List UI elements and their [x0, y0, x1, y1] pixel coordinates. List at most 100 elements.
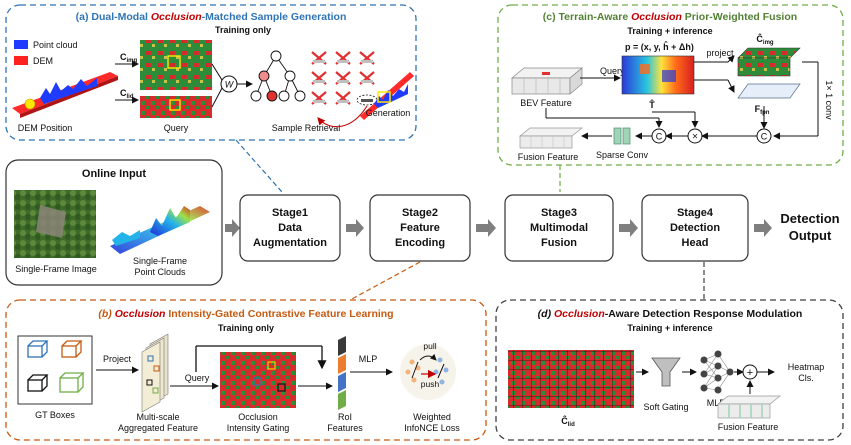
section-d-panel: (d) Occlusion-Aware Detection Response M…	[495, 262, 844, 441]
stage-4-box: Stage4 Detection Head	[641, 194, 749, 262]
svg-text:C: C	[761, 132, 768, 142]
conv-label: 1× 1 conv	[824, 80, 834, 120]
sparse-conv-label: Sparse Conv	[596, 150, 649, 160]
contrastive-space	[400, 344, 456, 400]
fusion-feature-block-d	[717, 395, 781, 419]
section-b-title: (b) Occlusion Intensity-Gated Contrastiv…	[98, 308, 393, 320]
svg-text:Stage1: Stage1	[272, 207, 308, 219]
stage-2-box: Stage2 Feature Encoding	[369, 194, 471, 262]
svg-text:+: +	[747, 367, 753, 379]
section-d-subtitle: Training + inference	[627, 323, 712, 333]
svg-text:W: W	[225, 80, 235, 90]
section-a-panel: (a) Dual-Modal Occlusion-Matched Sample …	[5, 4, 417, 193]
project-label-b: Project	[103, 354, 132, 364]
svg-text:Multimodal: Multimodal	[530, 222, 588, 234]
svg-text:Head: Head	[682, 237, 709, 249]
c-lid-label-a: Clid	[120, 88, 134, 100]
f-fpn-label: Ffpn	[755, 104, 770, 116]
section-a-title: (a) Dual-Modal Occlusion-Matched Sample …	[76, 11, 347, 23]
legend-dem-label: DEM	[33, 56, 53, 66]
fusion-feature-label-d: Fusion Feature	[718, 422, 779, 432]
bev-feature-block	[511, 67, 583, 95]
c-lid-label-d: Ĉlid	[561, 415, 575, 428]
fusion-feature-label-c: Fusion Feature	[518, 152, 579, 162]
svg-text:×: ×	[692, 132, 698, 143]
svg-text:Feature: Feature	[400, 222, 440, 234]
roi-label-1: RoI	[338, 412, 352, 422]
soft-gating-icon	[651, 357, 681, 387]
image-label: Single-Frame Image	[15, 264, 97, 274]
multiscale-feature-stack	[141, 333, 169, 413]
stage-row: Stage1 Data Augmentation Stage2 Feature …	[225, 194, 840, 262]
generation-label: Generation	[366, 108, 411, 118]
query-label-a: Query	[164, 123, 189, 133]
c-img-map-c	[737, 57, 791, 77]
svg-text:Detection: Detection	[670, 222, 720, 234]
legend-point-cloud-label: Point cloud	[33, 40, 78, 50]
online-input-title: Online Input	[82, 168, 146, 180]
dem-scene	[12, 72, 118, 118]
stage-3-box: Stage3 Multimodal Fusion	[504, 194, 614, 262]
stage-1-box: Stage1 Data Augmentation	[239, 194, 341, 262]
gating-label-2: Intensity Gating	[227, 423, 290, 433]
gt-boxes-cubes	[27, 340, 85, 393]
multiscale-label-2: Aggregated Feature	[118, 423, 198, 433]
online-input-panel: Online Input Single-Frame Image Single-F…	[5, 159, 223, 286]
c-img-label-a: Cimg	[120, 52, 138, 64]
multiscale-label-1: Multi-scale	[136, 412, 179, 422]
svg-text:Stage2: Stage2	[402, 207, 438, 219]
svg-text:Fusion: Fusion	[541, 237, 577, 249]
sparse-conv-block	[613, 127, 631, 145]
cloud-label-2: Point Clouds	[134, 267, 186, 277]
soft-gating-label: Soft Gating	[643, 402, 688, 412]
cloud-label-1: Single-Frame	[133, 256, 187, 266]
sample-grid	[311, 51, 378, 106]
section-b-panel: (b) Occlusion Intensity-Gated Contrastiv…	[5, 261, 487, 441]
generation-scene	[360, 72, 414, 120]
gt-boxes-label: GT Boxes	[35, 410, 75, 420]
query-map-lidar	[140, 96, 212, 118]
query-label-c: Query	[600, 66, 625, 76]
loss-label-2: InfoNCE Loss	[404, 423, 460, 433]
svg-text:Augmentation: Augmentation	[253, 237, 327, 249]
section-c-panel: (c) Terrain-Aware Occlusion Prior-Weight…	[497, 4, 844, 192]
bev-feature-label: BEV Feature	[520, 98, 572, 108]
f-fpn-plane	[737, 83, 801, 99]
detection-output-2: Output	[789, 228, 832, 243]
gating-label-1: Occlusion	[238, 412, 278, 422]
section-b-subtitle: Training only	[218, 323, 274, 333]
svg-text:Data: Data	[278, 222, 303, 234]
terrain-heatmap	[621, 55, 695, 95]
section-c-title: (c) Terrain-Aware Occlusion Prior-Weight…	[543, 11, 797, 23]
t-hat-label: T̂	[649, 99, 655, 110]
occlusion-gating-map	[220, 352, 296, 408]
section-d-title: (d) Occlusion-Aware Detection Response M…	[538, 308, 803, 320]
point-cloud-render	[110, 206, 210, 254]
dem-position-marker	[24, 98, 36, 110]
sample-retrieval-label: Sample Retrieval	[272, 123, 341, 133]
section-c-subtitle: Training + inference	[627, 26, 712, 36]
dem-position-label: DEM Position	[18, 123, 73, 133]
heatmap-label-1: Heatmap	[788, 362, 825, 372]
legend-point-cloud-swatch	[14, 40, 28, 49]
heatmap-label-2: Cls.	[798, 373, 814, 383]
svg-text:Encoding: Encoding	[395, 237, 445, 249]
legend-dem-swatch	[14, 56, 28, 65]
c-img-label-c: Ĉimg	[756, 33, 774, 46]
detection-output-1: Detection	[780, 211, 839, 226]
svg-text:Stage4: Stage4	[677, 207, 714, 219]
query-map-image	[140, 40, 212, 90]
roi-label-2: Features	[327, 423, 363, 433]
loss-label-1: Weighted	[413, 412, 451, 422]
mlp-label-b: MLP	[359, 354, 378, 364]
section-a-subtitle: Training only	[215, 25, 271, 35]
retrieval-tree	[250, 50, 306, 102]
mlp-label-d: MLP	[707, 398, 726, 408]
roi-feature-stack	[338, 336, 346, 410]
gt-boxes-frame	[17, 335, 93, 405]
fusion-feature-block-c	[519, 127, 583, 149]
svg-text:C: C	[656, 132, 663, 142]
pull-label: pull	[423, 341, 436, 351]
push-label: push	[421, 379, 440, 389]
